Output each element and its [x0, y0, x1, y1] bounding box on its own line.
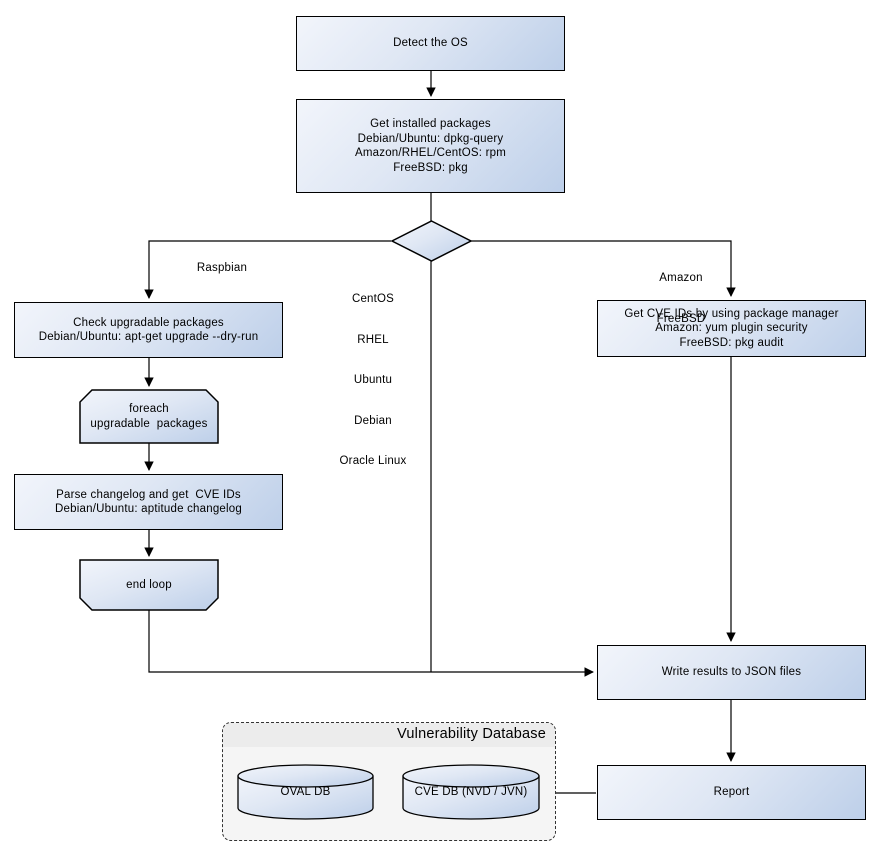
- node-text: end loop: [126, 578, 172, 591]
- branch-label-line: CentOS: [351, 293, 395, 305]
- node-detect-os: Detect the OS: [296, 16, 565, 71]
- node-text: Write results to JSON files: [661, 666, 802, 679]
- foreach-loop-shape: [79, 389, 219, 444]
- node-text: Debian/Ubuntu: apt-get upgrade --dry-run: [38, 331, 259, 343]
- node-report: Report: [597, 765, 866, 820]
- node-text: Amazon: yum plugin security: [655, 322, 808, 335]
- oval-db-label: OVAL DB: [280, 786, 331, 798]
- node-end-loop-label: end loop: [80, 560, 218, 610]
- cve-db-label: CVE DB (NVD / JVN): [414, 786, 528, 798]
- node-text: Get CVE IDs by using package manager: [624, 307, 839, 320]
- node-text: Check upgradable packages: [73, 316, 224, 329]
- node-text: Amazon/RHEL/CentOS: rpm: [355, 147, 506, 159]
- branch-label-middle-os-list: CentOS RHEL Ubuntu Debian Oracle Linux: [323, 266, 423, 496]
- branch-label-raspbian: Raspbian: [196, 262, 248, 274]
- branch-label-line: Oracle Linux: [339, 455, 407, 467]
- node-text: Debian/Ubuntu: aptitude changelog: [55, 503, 242, 515]
- node-get-cve-ids: Get CVE IDs by using package manager Ama…: [597, 300, 866, 357]
- node-text: Report: [713, 786, 750, 799]
- branch-label-line: FreeBSD: [656, 312, 706, 325]
- node-text: FreeBSD: pkg audit: [679, 336, 784, 349]
- node-text: Detect the OS: [393, 37, 468, 50]
- end-loop-shape: [79, 559, 219, 611]
- node-text: FreeBSD: pkg: [393, 161, 468, 174]
- node-text: Parse changelog and get CVE IDs: [56, 488, 241, 501]
- branch-label-line: Amazon: [659, 272, 703, 284]
- edge-diamond-to-getcve: [471, 240, 736, 297]
- cylinder-shape-icon: [237, 764, 374, 820]
- node-text: Get installed packages: [370, 118, 491, 130]
- node-foreach-loop-label: foreach upgradable packages: [80, 390, 218, 443]
- node-parse-changelog: Parse changelog and get CVE IDs Debian/U…: [14, 474, 283, 530]
- cylinder-shape-icon: [402, 764, 540, 820]
- node-text: Debian/Ubuntu: dpkg-query: [357, 132, 504, 145]
- edge-endloop-to-writeresults: [148, 610, 594, 677]
- branch-label-line: RHEL: [357, 333, 389, 346]
- vulnerability-database-title: Vulnerability Database: [223, 723, 555, 747]
- node-text: foreach: [129, 403, 169, 415]
- oval-db-cylinder: OVAL DB: [237, 764, 374, 821]
- branch-label-line: Debian: [354, 414, 392, 427]
- branch-label-line: Ubuntu: [353, 374, 393, 386]
- node-get-installed-packages: Get installed packages Debian/Ubuntu: dp…: [296, 99, 565, 193]
- branch-label-amazon-freebsd: Amazon FreeBSD: [631, 245, 731, 353]
- node-text: upgradable packages: [90, 417, 208, 430]
- os-decision-diamond: [390, 220, 473, 262]
- cve-db-cylinder: CVE DB (NVD / JVN): [402, 764, 540, 821]
- edge-diamond-to-check: [144, 240, 391, 299]
- node-check-upgradable: Check upgradable packages Debian/Ubuntu:…: [14, 302, 283, 358]
- node-write-results: Write results to JSON files: [597, 645, 866, 700]
